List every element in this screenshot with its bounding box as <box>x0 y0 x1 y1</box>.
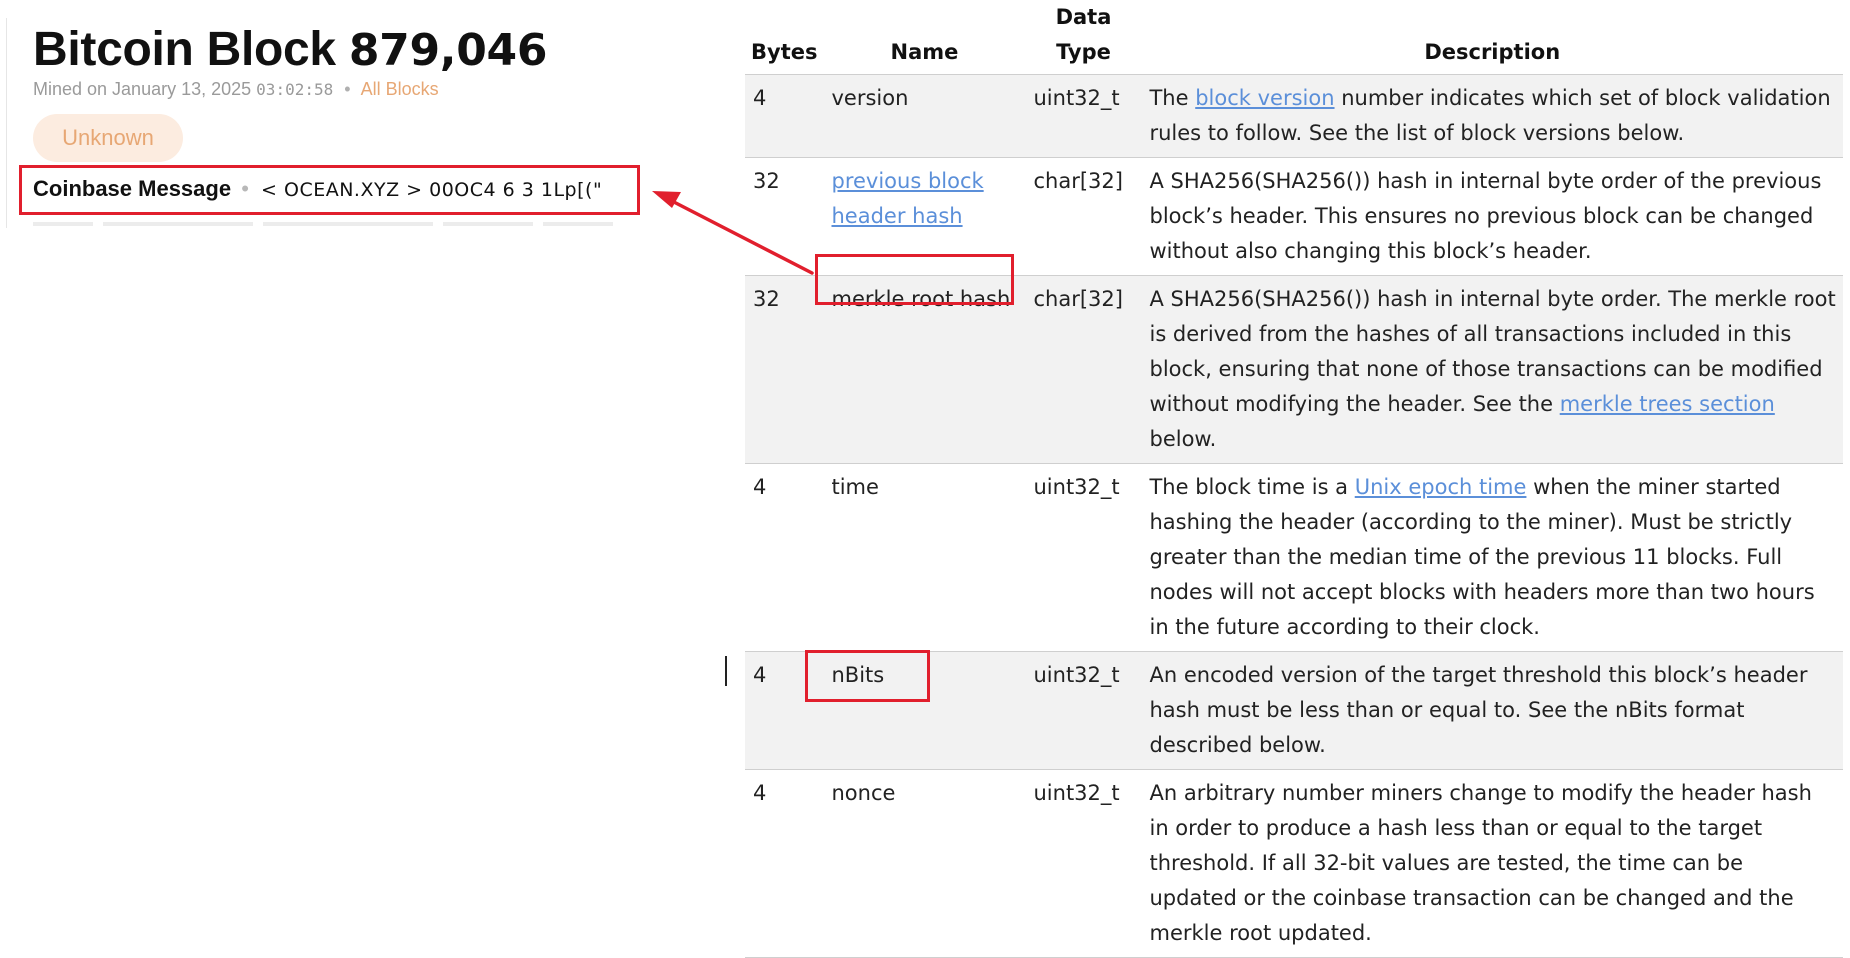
text-cursor <box>725 656 727 686</box>
table-row-previous-block-header-hash: 32 previous block header hash char[32] A… <box>745 157 1843 276</box>
cell-description: An arbitrary number miners change to mod… <box>1141 769 1843 958</box>
separator-dot: • <box>241 176 249 201</box>
desc-text: number indicates which set of block vali… <box>1149 86 1831 145</box>
previous-block-header-hash-link[interactable]: previous block header hash <box>831 169 984 228</box>
table-row-nonce: 4 nonce uint32_t An arbitrary number min… <box>745 769 1843 958</box>
header-name: Name <box>823 0 1026 75</box>
desc-text: The block time is a <box>1149 475 1355 499</box>
desc-text: A SHA256(SHA256()) hash in internal byte… <box>1149 287 1836 416</box>
cell-type: uint32_t <box>1025 769 1142 958</box>
cell-type: uint32_t <box>1025 651 1142 770</box>
cell-description: The block time is a Unix epoch time when… <box>1141 463 1843 652</box>
cell-name: merkle root hash <box>823 275 1026 464</box>
mined-date: Mined on January 13, 2025 <box>33 79 252 99</box>
header-data-type: Data Type <box>1025 0 1142 75</box>
all-blocks-link[interactable]: All Blocks <box>360 79 439 99</box>
block-version-link[interactable]: block version <box>1195 86 1335 110</box>
cell-bytes: 32 <box>745 275 824 464</box>
table-header-row: Bytes Name Data Type Description <box>745 0 1843 75</box>
desc-text: The <box>1149 86 1196 110</box>
cell-bytes: 32 <box>745 157 824 276</box>
block-number: 879,046 <box>348 25 548 76</box>
cell-type: uint32_t <box>1025 463 1142 652</box>
header-data-type-line1: Data <box>1055 5 1112 29</box>
block-info-panel: Bitcoin Block 879,046 Mined on January 1… <box>0 0 700 230</box>
cell-description: The block version number indicates which… <box>1141 74 1843 158</box>
coinbase-message-row: Coinbase Message • < OCEAN.XYZ > 00OC4 6… <box>33 176 602 202</box>
cell-bytes: 4 <box>745 74 824 158</box>
desc-text: when the miner started hashing the heade… <box>1149 475 1815 639</box>
cell-name: version <box>823 74 1026 158</box>
cell-type: uint32_t <box>1025 74 1142 158</box>
separator-dot: • <box>344 79 351 99</box>
panel-divider <box>6 18 7 228</box>
cut-off-text-row <box>33 222 673 230</box>
table-row-time: 4 time uint32_t The block time is a Unix… <box>745 463 1843 652</box>
cell-bytes: 4 <box>745 651 824 770</box>
cell-name: previous block header hash <box>823 157 1026 276</box>
merkle-trees-section-link[interactable]: merkle trees section <box>1559 392 1775 416</box>
table-row-version: 4 version uint32_t The block version num… <box>745 74 1843 158</box>
cell-name: time <box>823 463 1026 652</box>
block-header-table: Bytes Name Data Type Description 4 versi… <box>745 0 1843 958</box>
unix-epoch-time-link[interactable]: Unix epoch time <box>1354 475 1527 499</box>
cell-bytes: 4 <box>745 769 824 958</box>
table-row-nbits: 4 nBits uint32_t An encoded version of t… <box>745 651 1843 770</box>
table-row-merkle-root-hash: 32 merkle root hash char[32] A SHA256(SH… <box>745 275 1843 464</box>
status-badge[interactable]: Unknown <box>33 114 183 162</box>
header-bytes: Bytes <box>745 0 824 75</box>
block-title-prefix: Bitcoin Block <box>33 23 336 76</box>
mined-info: Mined on January 13, 2025 03:02:58 • All… <box>33 79 439 100</box>
cell-name: nonce <box>823 769 1026 958</box>
desc-text: below. <box>1149 427 1217 451</box>
coinbase-label: Coinbase Message <box>33 176 232 201</box>
cell-description: A SHA256(SHA256()) hash in internal byte… <box>1141 275 1843 464</box>
mined-time: 03:02:58 <box>256 80 334 99</box>
cell-name: nBits <box>823 651 1026 770</box>
header-data-type-line2: Type <box>1056 40 1111 64</box>
cell-bytes: 4 <box>745 463 824 652</box>
coinbase-value: < OCEAN.XYZ > 00OC4 6 3 1Lp[(" <box>261 179 603 201</box>
header-description: Description <box>1141 0 1843 75</box>
page-title: Bitcoin Block 879,046 <box>33 22 547 77</box>
cell-description: An encoded version of the target thresho… <box>1141 651 1843 770</box>
cell-description: A SHA256(SHA256()) hash in internal byte… <box>1141 157 1843 276</box>
cell-type: char[32] <box>1025 275 1142 464</box>
cell-type: char[32] <box>1025 157 1142 276</box>
